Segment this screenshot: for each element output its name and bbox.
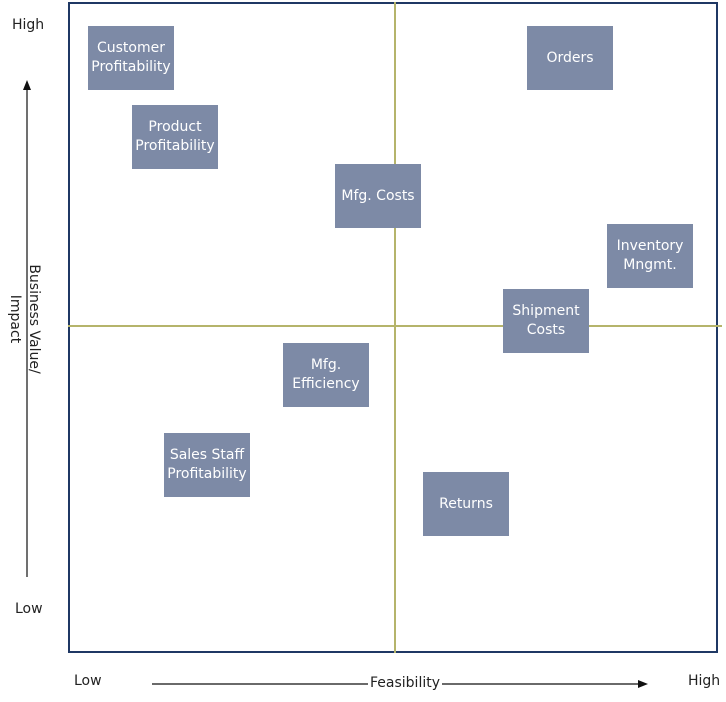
item-label-line1: Orders — [546, 49, 594, 66]
y-axis-arrow — [23, 80, 31, 577]
matrix-frame — [68, 2, 718, 653]
item-returns: Returns — [423, 472, 509, 536]
item-label-line2: Mngmt. — [623, 257, 677, 273]
item-label-line1: Sales Staff — [169, 447, 245, 463]
item-label-line2: Profitability — [135, 138, 215, 154]
item-label-line2: Costs — [526, 322, 566, 338]
item-mfg-costs: Mfg. Costs — [335, 164, 421, 228]
item-label-line1: Product — [148, 119, 202, 135]
item-label-line2: Profitability — [91, 59, 171, 75]
item-label-line2: Efficiency — [292, 376, 360, 392]
y-axis-low-label: Low — [15, 601, 43, 617]
vertical-quadrant-divider — [394, 2, 396, 653]
item-label-line1: Shipment — [512, 303, 580, 319]
y-axis-title: Business Value/ Impact — [5, 259, 43, 379]
item-label-line1: Returns — [439, 495, 493, 512]
item-label-line1: Mfg. Costs — [341, 187, 415, 204]
y-axis-high-label: High — [12, 17, 45, 33]
item-label-line2: Profitability — [167, 466, 247, 482]
item-label-line1: Customer — [96, 40, 165, 56]
x-axis-low-label: Low — [74, 673, 102, 689]
y-axis-title-line1: Business Value/ — [26, 264, 42, 374]
horizontal-quadrant-divider — [68, 325, 722, 327]
item-label-line1: Mfg. — [310, 357, 342, 373]
x-axis-title: Feasibility — [368, 675, 442, 691]
item-label-line1: Inventory — [616, 238, 684, 254]
x-axis-high-label: High — [688, 673, 721, 689]
y-axis-title-line2: Impact — [7, 294, 23, 344]
item-mfg-efficiency: Mfg. Efficiency — [283, 343, 369, 407]
item-orders: Orders — [527, 26, 613, 90]
